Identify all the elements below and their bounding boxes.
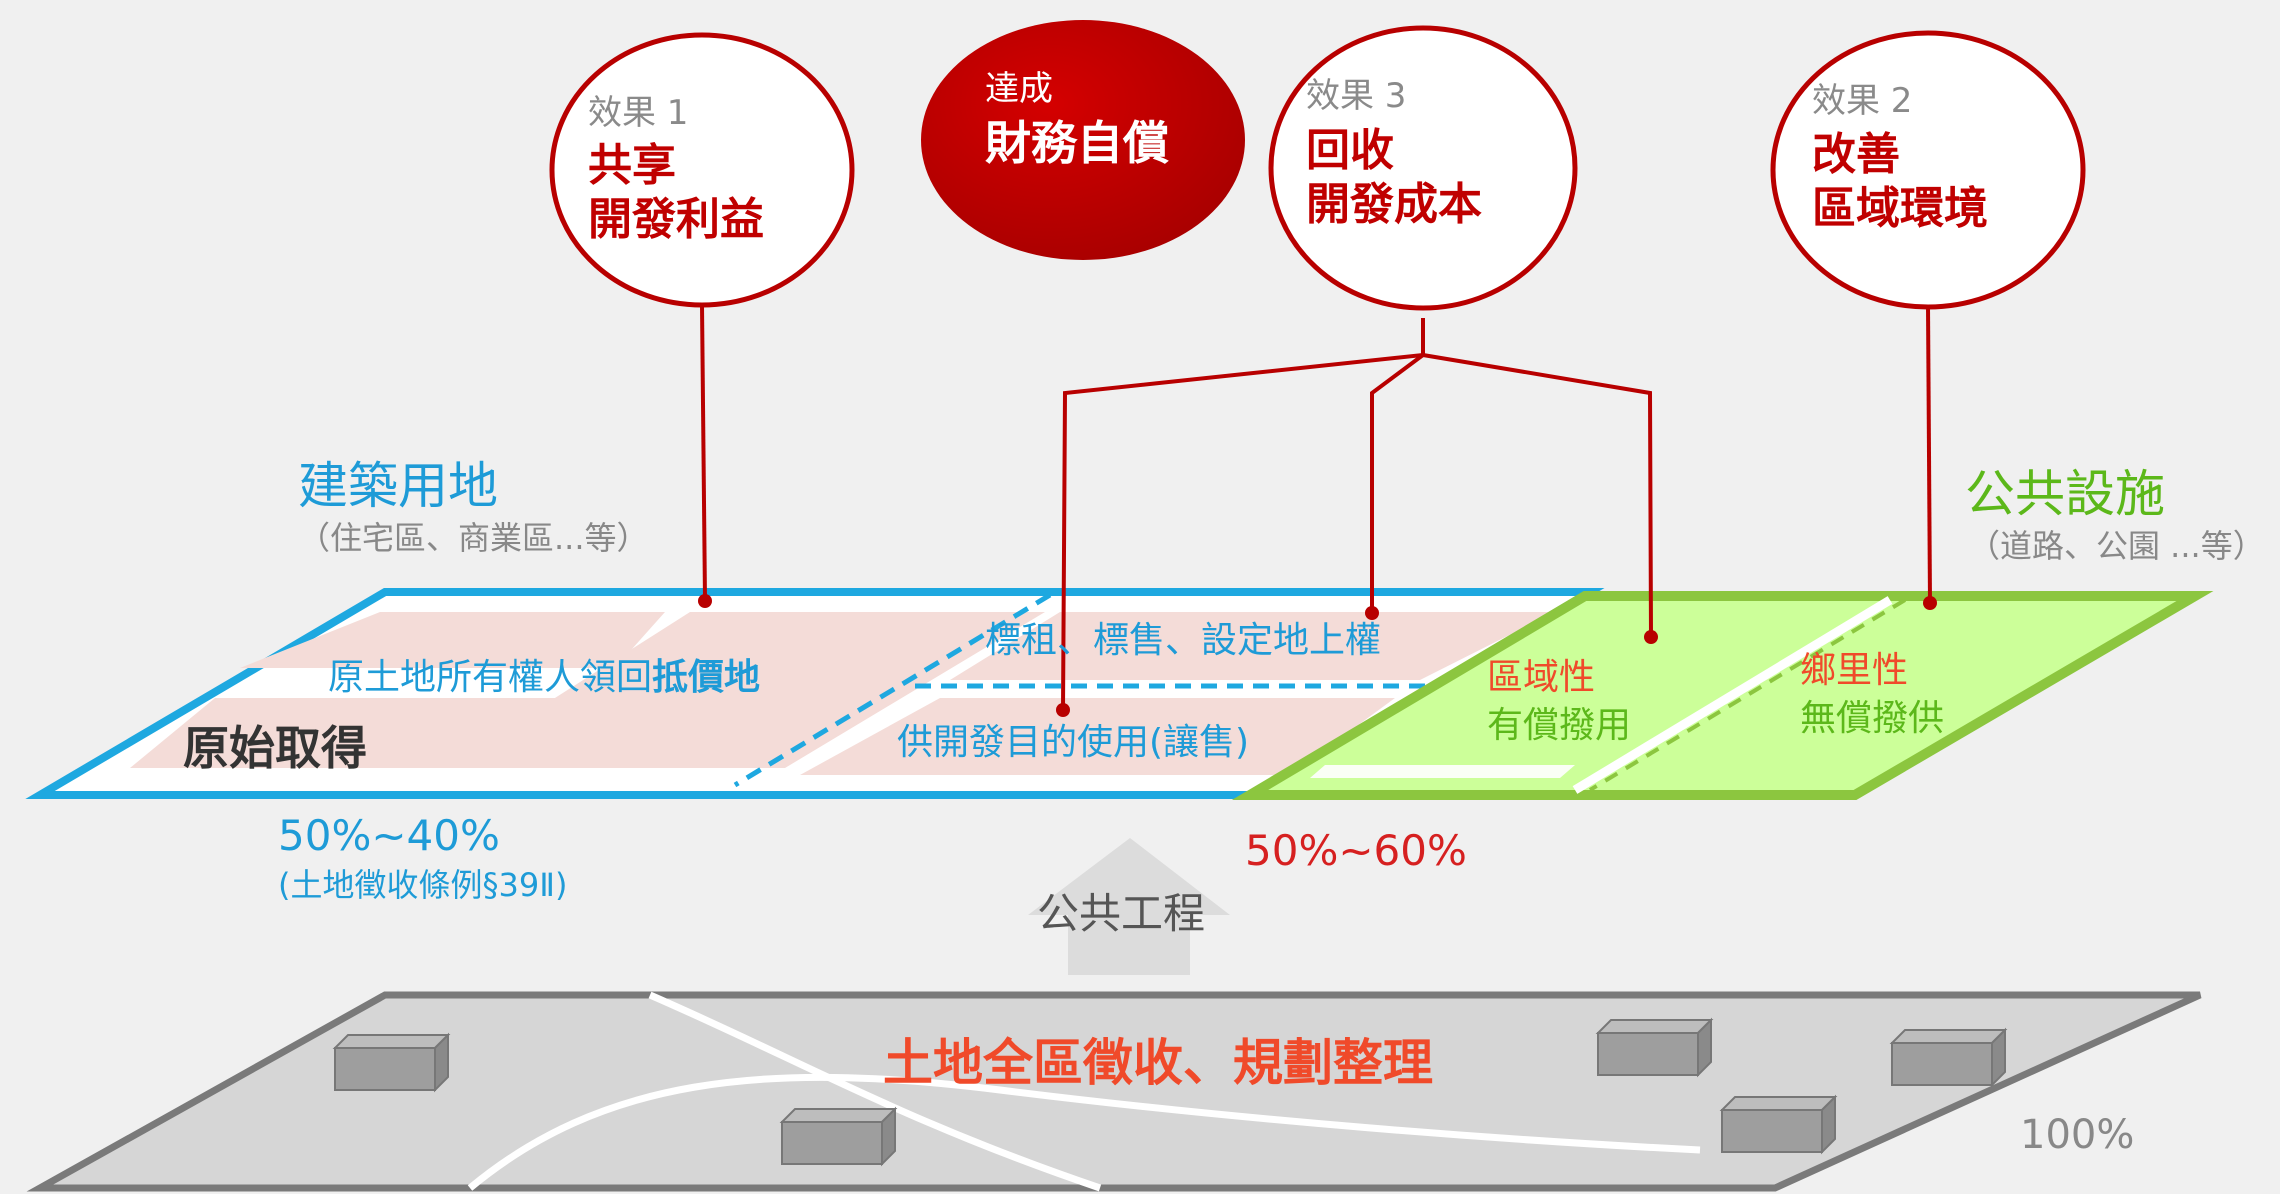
- building-ratio: 50%~40%: [278, 811, 500, 860]
- effect-1-label: 效果 1: [588, 93, 689, 133]
- goal-small-label: 達成: [985, 69, 1053, 109]
- lease-label: 標租、標售、設定地上權: [985, 620, 1382, 661]
- effect-3-circle: [1268, 25, 1578, 311]
- return-land-label: 原土地所有權人領回抵價地: [328, 657, 761, 698]
- building-ratio-note: (土地徵收條例§39Ⅱ): [278, 866, 568, 904]
- connector-dots: [698, 594, 1937, 717]
- effect-2-label: 效果 2: [1812, 81, 1913, 121]
- effect-1-line2: 開發利益: [588, 194, 764, 245]
- public-ratio: 50%~60%: [1245, 826, 1467, 875]
- effect-3-line1: 回收: [1306, 125, 1394, 176]
- effect-2-circle: [1770, 30, 2086, 310]
- effect-3-line2: 開發成本: [1306, 179, 1482, 230]
- sale-label: 供開發目的使用(讓售): [897, 722, 1250, 763]
- village-line1: 鄉里性: [1800, 650, 1909, 691]
- connector-lines: [700, 304, 1932, 711]
- village-line2: 無償撥供: [1800, 698, 1945, 739]
- building-block: [779, 1106, 898, 1167]
- public-works-label: 公共工程: [1037, 889, 1206, 938]
- building-block: [332, 1032, 451, 1093]
- public-facilities-title: 公共設施: [1965, 465, 2165, 523]
- public-facilities-subtitle: （道路、公園 ...等）: [1968, 527, 2265, 565]
- effect-1-circle: [549, 32, 855, 308]
- public-facilities-plane: [1231, 591, 2214, 800]
- building-land-title: 建築用地: [298, 457, 498, 515]
- effect-2-line2: 區域環境: [1812, 183, 1988, 234]
- building-block: [1889, 1027, 2008, 1088]
- building-land-subtitle: （住宅區、商業區...等）: [298, 519, 649, 557]
- public-works-arrow: [1028, 838, 1230, 975]
- regional-line2: 有償撥用: [1487, 705, 1632, 746]
- building-land-plane: [25, 588, 1605, 799]
- goal-main-label: 財務自償: [985, 116, 1169, 170]
- original-acquisition-label: 原始取得: [183, 721, 367, 775]
- base-plane-label: 土地全區徵收、規劃整理: [883, 1034, 1433, 1092]
- regional-line1: 區域性: [1487, 657, 1596, 698]
- effect-3-label: 效果 3: [1306, 76, 1407, 116]
- building-block: [1595, 1017, 1714, 1078]
- effect-1-line1: 共享: [588, 140, 676, 191]
- effect-2-line1: 改善: [1812, 129, 1900, 180]
- goal-circle: [921, 20, 1245, 260]
- building-block: [1719, 1094, 1838, 1155]
- full-ratio: 100%: [2020, 1112, 2135, 1158]
